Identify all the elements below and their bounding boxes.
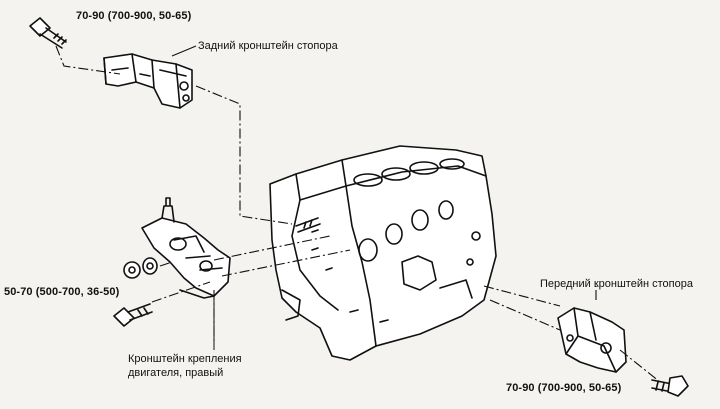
- engine-mount-bracket-label-line2: двигателя, правый: [128, 367, 224, 379]
- left-bolt-icon: [113, 303, 153, 327]
- rear-bolt-torque-label: 70-90 (700-900, 50-65): [76, 10, 192, 22]
- front-bolt-icon: [651, 375, 689, 397]
- engine-block-icon: [269, 145, 497, 361]
- nuts-icon: [123, 257, 158, 279]
- assembly-lines: [55, 45, 661, 383]
- front-stopper-bracket-icon: [557, 307, 627, 373]
- engine-mount-bracket-label: Кронштейн крепления двигателя, правый: [128, 352, 242, 380]
- front-stopper-bracket-label: Передний кронштейн стопора: [540, 278, 693, 290]
- front-bolt-torque-label: 70-90 (700-900, 50-65): [506, 382, 622, 394]
- rear-bolt-icon: [29, 17, 67, 49]
- block-stud-icon: [295, 217, 321, 233]
- leader-lines: [171, 45, 215, 350]
- engine-mount-bracket-label-line1: Кронштейн крепления: [128, 353, 242, 365]
- engine-mount-bracket-icon: [141, 197, 231, 299]
- rear-stopper-bracket-label: Задний кронштейн стопора: [198, 40, 338, 52]
- left-bolt-torque-label: 50-70 (500-700, 36-50): [4, 286, 120, 298]
- rear-stopper-bracket-icon: [103, 53, 193, 109]
